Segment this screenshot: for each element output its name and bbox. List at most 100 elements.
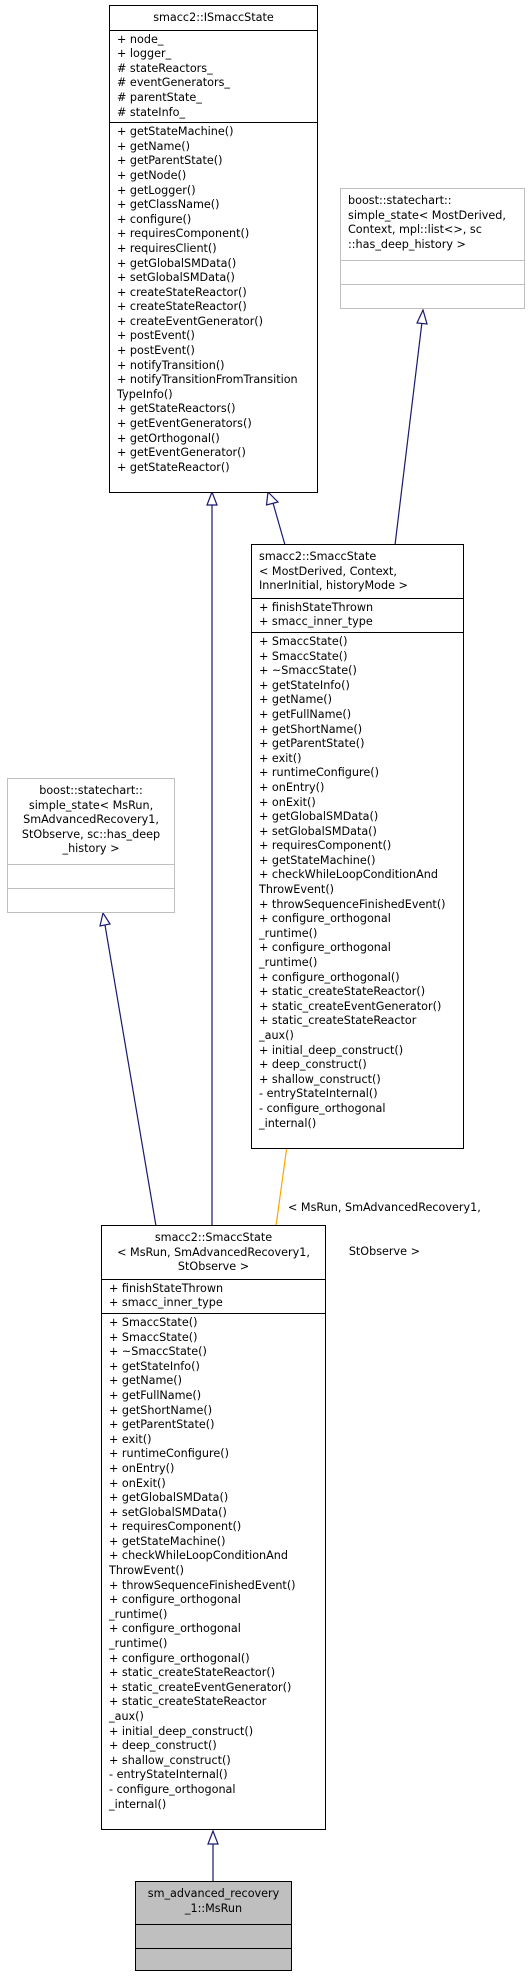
member-line: + getShortName() [259,722,363,736]
member-line: + configure_orthogonal() [109,1651,250,1665]
member-line: + static_createStateReactor() [259,985,426,999]
member-line: + getStateReactor() [117,460,230,474]
class-attributes: + finishStateThrown+ smacc_inner_type [102,1278,325,1313]
class-attributes: + node_+ logger_# stateReactors_# eventG… [110,29,317,123]
member-line: + configure_orthogonal [109,1622,241,1636]
member-line: + exit() [259,751,302,765]
class-methods [136,1948,291,1972]
class-boost-simple-state-msrun[interactable]: boost::statechart::simple_state< MsRun,S… [7,778,175,913]
class-msrun[interactable]: sm_advanced_recovery_1::MsRun [135,1881,292,1971]
member-line: + notifyTransitionFromTransition [117,373,298,387]
member-line: + requiresComponent() [259,839,392,853]
member-line: ThrowEvent() [109,1564,185,1578]
member-line: + configure_orthogonal() [259,970,400,984]
member-line: + getGlobalSMData() [109,1491,229,1505]
class-title: smacc2::SmaccState< MsRun, SmAdvancedRec… [102,1226,325,1279]
member-line: + notifyTransition() [117,358,225,372]
member-line: _runtime() [259,956,318,970]
member-line: + postEvent() [117,329,195,343]
edge-smacc-template-to-boost [394,321,423,546]
member-line: _runtime() [109,1637,168,1651]
member-line: + getParentState() [109,1418,215,1432]
member-line: + getNode() [117,168,187,182]
class-title: sm_advanced_recovery_1::MsRun [136,1882,291,1924]
member-line: # parentState_ [117,90,202,104]
member-line: simple_state< MsRun, [28,798,154,812]
class-attributes [8,864,174,888]
member-line: + postEvent() [117,344,195,358]
member-line: SmAdvancedRecovery1, [23,813,159,827]
member-line: _1::MsRun [184,1901,243,1915]
class-title: smacc2::SmaccState< MostDerived, Context… [252,545,463,598]
member-line: _history > [62,842,120,856]
member-line: + onEntry() [109,1461,175,1475]
member-line: + runtimeConfigure() [259,766,379,780]
member-line: Context, mpl::list<>, sc [348,223,482,237]
class-smacc-state-template[interactable]: smacc2::SmaccState< MostDerived, Context… [251,544,464,1149]
class-methods [341,284,524,308]
member-line: # stateInfo_ [117,105,186,119]
edge-smacc-template-to-boost-arrowhead [416,308,428,325]
class-smacc-state-msrun[interactable]: smacc2::SmaccState< MsRun, SmAdvancedRec… [101,1225,326,1830]
member-line: + deep_construct() [109,1739,217,1753]
member-line: + createStateReactor() [117,285,247,299]
member-line: _aux() [259,1029,294,1042]
member-line: + getFullName() [259,707,352,721]
member-line: + getStateInfo() [259,678,350,692]
class-title: boost::statechart::simple_state< MostDer… [341,189,524,260]
class-methods: + SmaccState()+ SmaccState()+ ~SmaccStat… [252,631,463,1133]
member-line: smacc2::ISmaccState [153,11,274,24]
member-line: boost::statechart:: [39,784,143,797]
member-line: + initial_deep_construct() [259,1043,404,1057]
member-line: + getEventGenerators() [117,417,252,431]
member-line: + runtimeConfigure() [109,1447,229,1461]
member-line: sm_advanced_recovery [147,1887,280,1900]
class-boost-simple-state-generic[interactable]: boost::statechart::simple_state< MostDer… [340,188,525,309]
class-attributes [341,260,524,284]
member-line: StObserve > [177,1260,250,1274]
member-line: - entryStateInternal() [109,1768,228,1782]
edge-smacc-msrun-to-ismacc-arrowhead [206,490,218,506]
member-line: + getFullName() [109,1388,202,1402]
member-line: < MostDerived, Context, [259,564,397,578]
member-line: + finishStateThrown [109,1281,224,1295]
member-line: + getName() [259,693,333,707]
member-line: + logger_ [117,47,172,61]
member-line: + createEventGenerator() [117,314,264,328]
member-line: _internal() [259,1116,317,1130]
member-line: + getStateMachine() [117,125,234,139]
member-line: + ~SmaccState() [259,664,357,678]
class-ismacc-state[interactable]: smacc2::ISmaccState + node_+ logger_# st… [109,5,318,493]
member-line: + SmaccState() [109,1330,198,1344]
member-line: + getParentState() [259,737,365,751]
member-line: ThrowEvent() [259,883,335,897]
member-line: _aux() [109,1710,144,1723]
member-line: InnerInitial, historyMode > [259,579,408,593]
edge-smacc-msrun-to-boost-msrun [104,924,157,1227]
member-line: < MsRun, SmAdvancedRecovery1, [117,1245,310,1259]
member-line: + getStateInfo() [109,1359,200,1373]
member-line: + getLogger() [117,183,196,197]
member-line: + static_createStateReactor() [109,1666,276,1680]
member-line: + smacc_inner_type [109,1296,223,1310]
member-line: + shallow_construct() [109,1753,231,1767]
member-line: + setGlobalSMData() [117,271,235,285]
member-line: + requiresClient() [117,241,217,255]
class-methods [8,888,174,912]
member-line: + requiresComponent() [109,1520,242,1534]
class-title: smacc2::ISmaccState [110,6,317,30]
member-line: + getGlobalSMData() [259,810,379,824]
member-line: _runtime() [109,1607,168,1621]
edge-smacc-msrun-to-boost-msrun-arrowhead [99,911,111,927]
member-line: + configure() [117,212,192,226]
member-line: + createStateReactor() [117,300,247,314]
member-line: + static_createEventGenerator() [259,999,442,1013]
member-line: + configure_orthogonal [109,1593,241,1607]
member-line: + getName() [117,139,191,153]
member-line: + onEntry() [259,780,325,794]
member-line: + SmaccState() [259,649,348,663]
member-line: boost::statechart:: [348,194,452,207]
class-attributes: + finishStateThrown+ smacc_inner_type [252,597,463,632]
member-line: + deep_construct() [259,1058,367,1072]
member-line: _internal() [109,1797,167,1811]
